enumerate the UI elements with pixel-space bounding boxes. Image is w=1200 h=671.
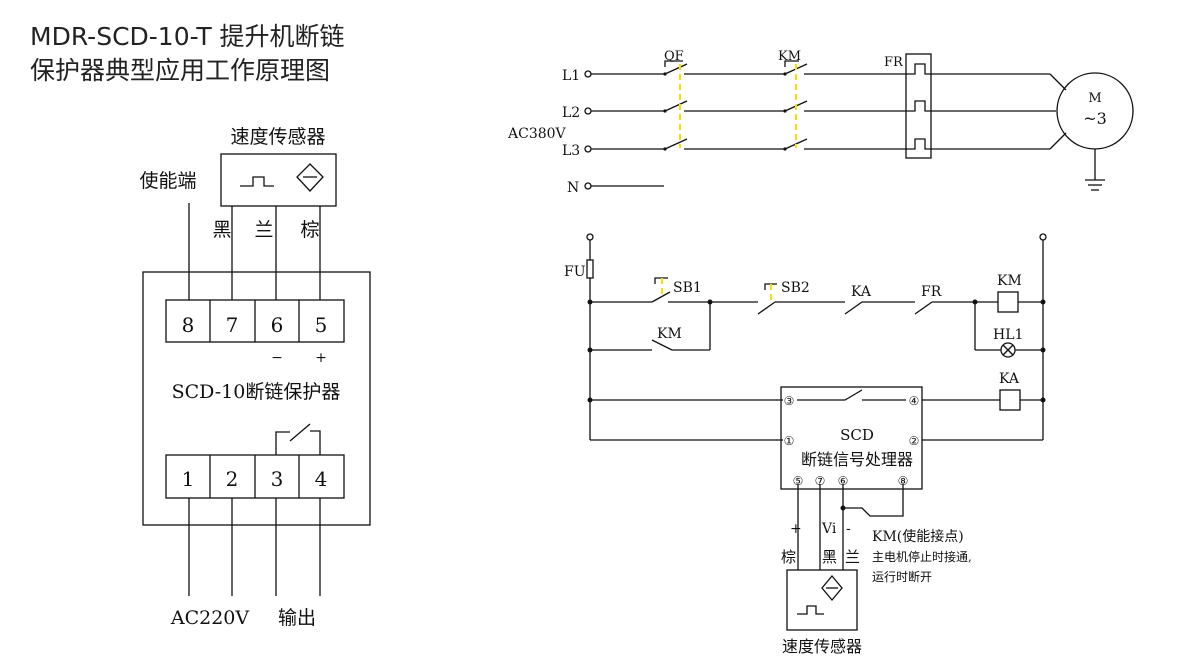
phase-l2-label: L2 <box>562 105 580 121</box>
km-enable-contact <box>843 484 904 517</box>
thermal-relay-box <box>905 53 932 159</box>
km-hold-label: KM <box>657 326 682 342</box>
sb2-label: SB2 <box>781 280 810 296</box>
device-name-label: SCD-10断链保护器 <box>172 381 341 403</box>
title-line-2: 保护器典型应用工作原理图 <box>30 56 331 85</box>
relay-contact-left <box>275 431 290 455</box>
scd-terminal-6: ⑥ <box>838 474 849 488</box>
terminal-2: 2 <box>226 467 239 491</box>
scd-desc-label: 断链信号处理器 <box>801 450 913 469</box>
hl1-label: HL1 <box>993 327 1023 343</box>
ka-coil-label: KA <box>999 371 1020 387</box>
sensor-brown-label: 棕 <box>781 548 796 566</box>
wire-brown-label: 棕 <box>300 219 319 241</box>
ka-contact-label: KA <box>851 284 872 300</box>
wire-blue-label: 兰 <box>254 219 273 241</box>
enable-end-label: 使能端 <box>139 170 196 192</box>
terminal-1: 1 <box>182 467 195 491</box>
contactor-label: KM <box>778 49 801 64</box>
km-enable-label: KM(使能接点) <box>872 528 964 545</box>
motor-phase-label: ~3 <box>1083 109 1107 128</box>
sensor-diamond-icon <box>296 163 324 192</box>
terminal-7: 7 <box>226 313 239 337</box>
terminal-4: 4 <box>315 467 328 491</box>
voltage-label: AC380V <box>507 126 567 142</box>
wire-black-label: 黑 <box>212 219 231 241</box>
sensor-black-label: 黑 <box>822 548 837 566</box>
pulse-symbol <box>240 176 274 187</box>
terminal-6: 6 <box>271 313 284 337</box>
scd-terminal-2: ② <box>909 434 920 448</box>
sb1-label: SB1 <box>673 280 702 296</box>
scd-terminal-8: ⑧ <box>898 474 909 488</box>
ka-coil <box>999 389 1021 411</box>
title-line-1: MDR-SCD-10-T 提升机断链 <box>30 22 345 51</box>
output-label: 输出 <box>278 607 316 629</box>
control-circuit <box>586 233 1047 631</box>
sensor-plus-label: + <box>790 521 802 537</box>
mechanical-link <box>661 64 797 300</box>
phase-l3-label: L3 <box>562 143 580 159</box>
km-coil <box>997 291 1019 313</box>
note-line-2: 运行时断开 <box>872 569 932 584</box>
speed-sensor-box <box>220 153 337 207</box>
sensor-vi-label: Vi <box>821 521 837 537</box>
km-coil-label: KM <box>997 273 1022 289</box>
neutral-label: N <box>567 180 579 196</box>
scd-terminal-7: ⑦ <box>815 474 826 488</box>
terminal-8: 8 <box>182 313 195 337</box>
terminal-5: 5 <box>315 313 328 337</box>
bottom-sensor-diamond-icon <box>821 574 843 602</box>
sensor-blue-label: 兰 <box>845 548 860 566</box>
terminal-3: 3 <box>271 467 284 491</box>
scd-terminal-5: ⑤ <box>793 474 804 488</box>
motor-m-label: M <box>1088 91 1101 106</box>
bottom-speed-sensor-label: 速度传感器 <box>782 637 862 656</box>
scd-processor-box <box>780 386 923 490</box>
scd-terminal-1: ① <box>784 434 795 448</box>
note-line-1: 主电机停止时接通, <box>872 549 972 564</box>
sensor-minus-label: - <box>846 521 851 537</box>
breaker-label: QF <box>664 49 684 64</box>
power-circuit <box>584 53 1134 191</box>
plus-sign: + <box>315 350 327 366</box>
scd-name-label: SCD <box>840 426 874 444</box>
fr-contact-label: FR <box>921 284 942 300</box>
scd-terminal-4: ④ <box>909 394 920 408</box>
phase-l1-label: L1 <box>562 68 580 84</box>
minus-sign: − <box>271 350 283 366</box>
scd-terminal-3: ③ <box>784 394 795 408</box>
supply-label: AC220V <box>170 607 250 629</box>
left-module-diagram <box>142 153 371 596</box>
relay-contact-blade <box>289 423 311 442</box>
diagram-title: MDR-SCD-10-T 提升机断链 保护器典型应用工作原理图 <box>30 20 345 88</box>
scd10-outer-box <box>142 271 371 526</box>
bottom-speed-sensor-box <box>786 569 858 631</box>
overload-label: FR <box>884 55 904 70</box>
relay-contact-right <box>310 430 321 455</box>
fuse-symbol <box>586 259 594 279</box>
fuse-label: FU <box>564 264 586 280</box>
speed-sensor-label: 速度传感器 <box>230 126 325 148</box>
